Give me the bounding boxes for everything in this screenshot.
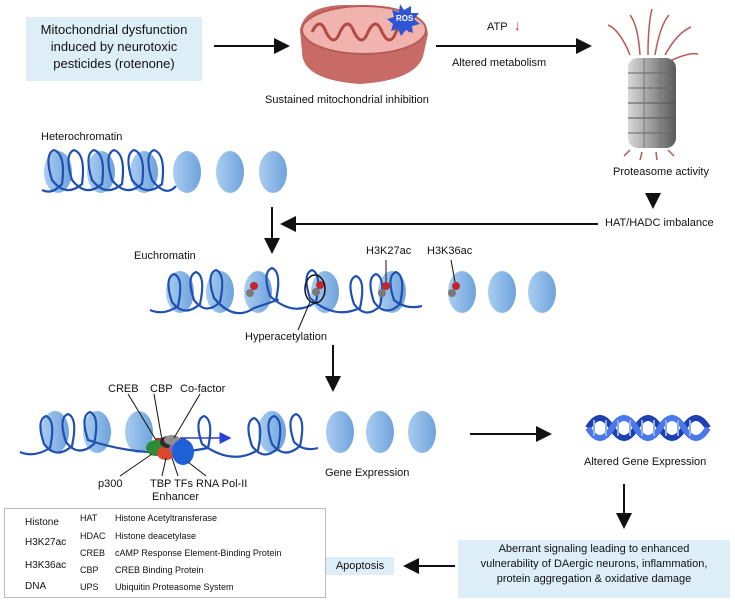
apoptosis-label: Apoptosis <box>335 560 385 572</box>
altered-metabolism-label: Altered metabolism <box>452 57 547 69</box>
abbr-cbp-full: CREB Binding Protein <box>115 565 204 575</box>
abbr-ups-full: Ubiquitin Proteasome System <box>115 582 234 592</box>
aberrant-line-2: vulnerability of DAergic neurons, inflam… <box>480 558 708 570</box>
legend-dna: DNA <box>25 581 47 592</box>
abbr-hdac-full: Histone deacetylase <box>115 531 197 541</box>
atp-label: ATP <box>487 21 508 33</box>
mito-caption: Sustained mitochondrial inhibition <box>265 94 429 106</box>
abbr-creb: CREB <box>80 548 106 558</box>
hyperacetylation-label: Hyperacetylation <box>245 331 327 343</box>
tfs-label: TFs <box>174 478 193 490</box>
abbr-hat-full: Histone Acetyltransferase <box>115 513 218 523</box>
abbr-creb-full: cAMP Response Element-Binding Protein <box>115 548 282 558</box>
box-line-2: induced by neurotoxic <box>50 39 178 54</box>
apoptosis-box: Apoptosis <box>326 557 394 575</box>
altered-gene-expression-label: Altered Gene Expression <box>584 456 707 468</box>
euchromatin-strand <box>149 259 556 331</box>
heterochromatin-strand <box>41 148 287 193</box>
rna-pol-label: RNA Pol-II <box>196 478 248 490</box>
box-line-1: Mitochondrial dysfunction <box>40 22 188 37</box>
legend-panel: Histone H3K27ac H3K36ac DNA HAT Histone … <box>4 508 326 598</box>
legend-histone: Histone <box>25 517 59 528</box>
aberrant-signaling-box: Aberrant signaling leading to enhanced v… <box>458 540 730 598</box>
ros-label: ROS <box>396 14 414 23</box>
legend-h3k36ac: H3K36ac <box>25 560 67 571</box>
euchromatin-label: Euchromatin <box>134 250 196 262</box>
aberrant-line-3: protein aggregation & oxidative damage <box>496 573 692 585</box>
tbp-label: TBP <box>150 478 172 490</box>
hat-hadc-label: HAT/HADC imbalance <box>605 217 714 229</box>
transcription-strand <box>19 393 436 477</box>
gene-expression-label: Gene Expression <box>325 467 410 479</box>
h3k36ac-mark-label: H3K36ac <box>427 245 473 257</box>
mitochondrial-dysfunction-box: Mitochondrial dysfunction induced by neu… <box>26 17 202 81</box>
ros-burst-icon <box>387 4 420 36</box>
creb-label: CREB <box>108 383 139 395</box>
cofactor-label: Co-factor <box>180 383 226 395</box>
atp-down-arrow: ↓ <box>514 18 521 33</box>
legend-h3k27ac: H3K27ac <box>25 537 67 548</box>
box-line-3: pesticides (rotenone) <box>53 56 175 71</box>
proteasome-activity-label: Proteasome activity <box>613 166 709 178</box>
abbr-hdac: HDAC <box>80 531 106 541</box>
aberrant-line-1: Aberrant signaling leading to enhanced <box>498 543 690 555</box>
enhancer-label: Enhancer <box>152 491 200 503</box>
cbp-label: CBP <box>150 383 173 395</box>
abbr-hat: HAT <box>80 513 98 523</box>
abbr-ups: UPS <box>80 582 99 592</box>
dna-helix-icon <box>585 415 711 441</box>
heterochromatin-label: Heterochromatin <box>41 131 123 143</box>
proteasome-icon <box>607 8 699 161</box>
abbr-cbp: CBP <box>80 565 99 575</box>
h3k27ac-mark-label: H3K27ac <box>366 245 412 257</box>
p300-label: p300 <box>98 478 123 490</box>
